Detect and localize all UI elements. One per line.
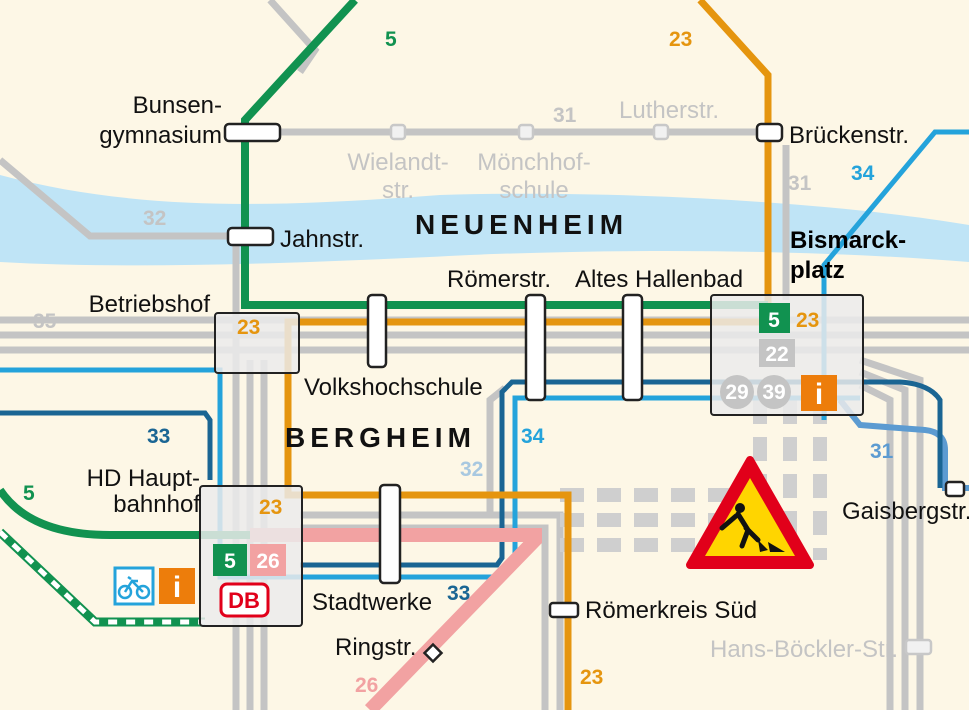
stop-label-altes-hallenbad: Altes Hallenbad [575,266,743,293]
construction-warning-icon[interactable] [686,456,814,569]
stop-marker-hans-boeckler-str[interactable] [904,638,933,656]
line-label-34-right: 34 [851,162,875,185]
stop-label-roemerkreis-sued: Römerkreis Süd [585,597,757,624]
badge-bismarckplatz-line-23[interactable]: 23 [796,309,819,332]
info-icon-bismarckplatz-bg [801,375,837,411]
badge-bismarckplatz-line-39[interactable]: 39 [762,381,785,404]
stop-label-gaisbergstr: Gaisbergstr. [842,498,969,525]
badge-bismarckplatz-line-39-bg [757,375,791,409]
line-5-path [241,0,768,309]
railway-track [0,528,205,627]
badge-hbf-line-5[interactable]: 5 [224,550,236,573]
stop-label-ringstr: Ringstr. [335,634,416,661]
stop-label-hauptbahnhof-1: HD Haupt- [87,465,200,492]
line-label-23-betriebshof: 23 [237,316,260,339]
line-label-32-left: 32 [143,207,166,230]
stop-label-wielandtstr-1: Wielandt- [347,149,448,176]
badge-bismarckplatz-line-5[interactable]: 5 [768,309,780,332]
line-label-34-mid: 34 [521,425,545,448]
stop-marker-wielandtstr[interactable] [389,123,407,141]
line-label-23-bottom: 23 [580,666,603,689]
line-label-23-top: 23 [669,28,692,51]
district-neuenheim: NEUENHEIM [415,209,628,240]
stop-label-bunsengymnasium-2: gymnasium [99,122,222,149]
db-logo-bg [219,582,270,618]
stop-marker-jahnstr[interactable] [226,226,275,247]
stop-marker-gaisbergstr[interactable] [944,480,966,498]
badge-bismarckplatz-line-5-bg [759,303,790,333]
stop-label-volkshochschule: Volkshochschule [304,374,483,401]
stop-label-bismarckplatz-2: platz [790,257,845,284]
stop-label-lutherstr: Lutherstr. [619,97,719,124]
info-icon-hbf[interactable]: i [173,571,181,604]
badge-hbf-line-26-bg [250,544,286,576]
line-label-31-lower: 31 [870,440,894,463]
badge-hbf-line-5-bg [213,544,247,576]
stop-label-betriebshof: Betriebshof [89,291,211,318]
line-label-31-top: 31 [553,104,577,127]
stop-marker-stadtwerke[interactable] [378,483,402,585]
badge-bismarckplatz-line-22-bg [759,339,795,367]
stop-marker-brueckenstr[interactable] [755,122,784,143]
line-5-west-path [0,487,250,539]
stop-marker-altes-hallenbad[interactable] [621,293,644,402]
hub-betriebshof[interactable] [214,312,300,374]
stop-label-brueckenstr: Brückenstr. [789,122,909,149]
stop-marker-volkshochschule[interactable] [366,293,388,369]
info-icon-hbf-bg [159,568,195,604]
stop-label-bismarckplatz-1: Bismarck- [790,227,906,254]
stop-marker-roemerstr[interactable] [524,293,547,402]
stop-marker-ringstr[interactable] [422,642,444,664]
stop-label-hans-boeckler-str: Hans-Böckler-Str. [710,636,898,663]
district-bergheim: BERGHEIM [285,422,476,453]
line-label-33-bottom: 33 [447,582,470,605]
stop-label-bunsengymnasium-1: Bunsen- [133,92,222,119]
db-logo[interactable]: DB [228,588,260,613]
info-icon-bismarckplatz[interactable]: i [815,378,823,411]
stop-marker-roemerkreis-sued[interactable] [548,601,580,619]
bicycle-icon[interactable] [113,566,155,606]
stop-marker-lutherstr[interactable] [652,123,670,141]
line-label-33-left: 33 [147,425,170,448]
badge-hbf-line-26[interactable]: 26 [256,550,279,573]
badge-bismarckplatz-line-29[interactable]: 29 [725,381,748,404]
stop-label-roemerstr: Römerstr. [447,266,551,293]
stop-label-moenchhofschule-1: Mönchhof- [477,149,590,176]
line-label-32-mid: 32 [460,458,483,481]
stop-label-wielandtstr-2: str. [382,177,414,204]
stop-marker-moenchhofschule[interactable] [517,123,535,141]
badge-bismarckplatz-line-22[interactable]: 22 [765,343,788,366]
line-label-5-left: 5 [23,482,35,505]
line-label-26: 26 [355,674,378,697]
line-33-path [0,379,943,568]
line-label-5-top: 5 [385,28,397,51]
stop-label-jahnstr: Jahnstr. [280,226,364,253]
stop-label-hauptbahnhof-2: bahnhof [113,491,200,518]
stop-label-stadtwerke: Stadtwerke [312,589,432,616]
badge-bismarckplatz-line-29-bg [720,375,754,409]
line-label-35: 35 [33,310,57,333]
line-label-31-right: 31 [788,172,812,195]
stop-label-moenchhofschule-2: schule [499,177,568,204]
stop-marker-bunsengymnasium[interactable] [223,122,282,143]
line-label-23-hbf: 23 [259,496,282,519]
